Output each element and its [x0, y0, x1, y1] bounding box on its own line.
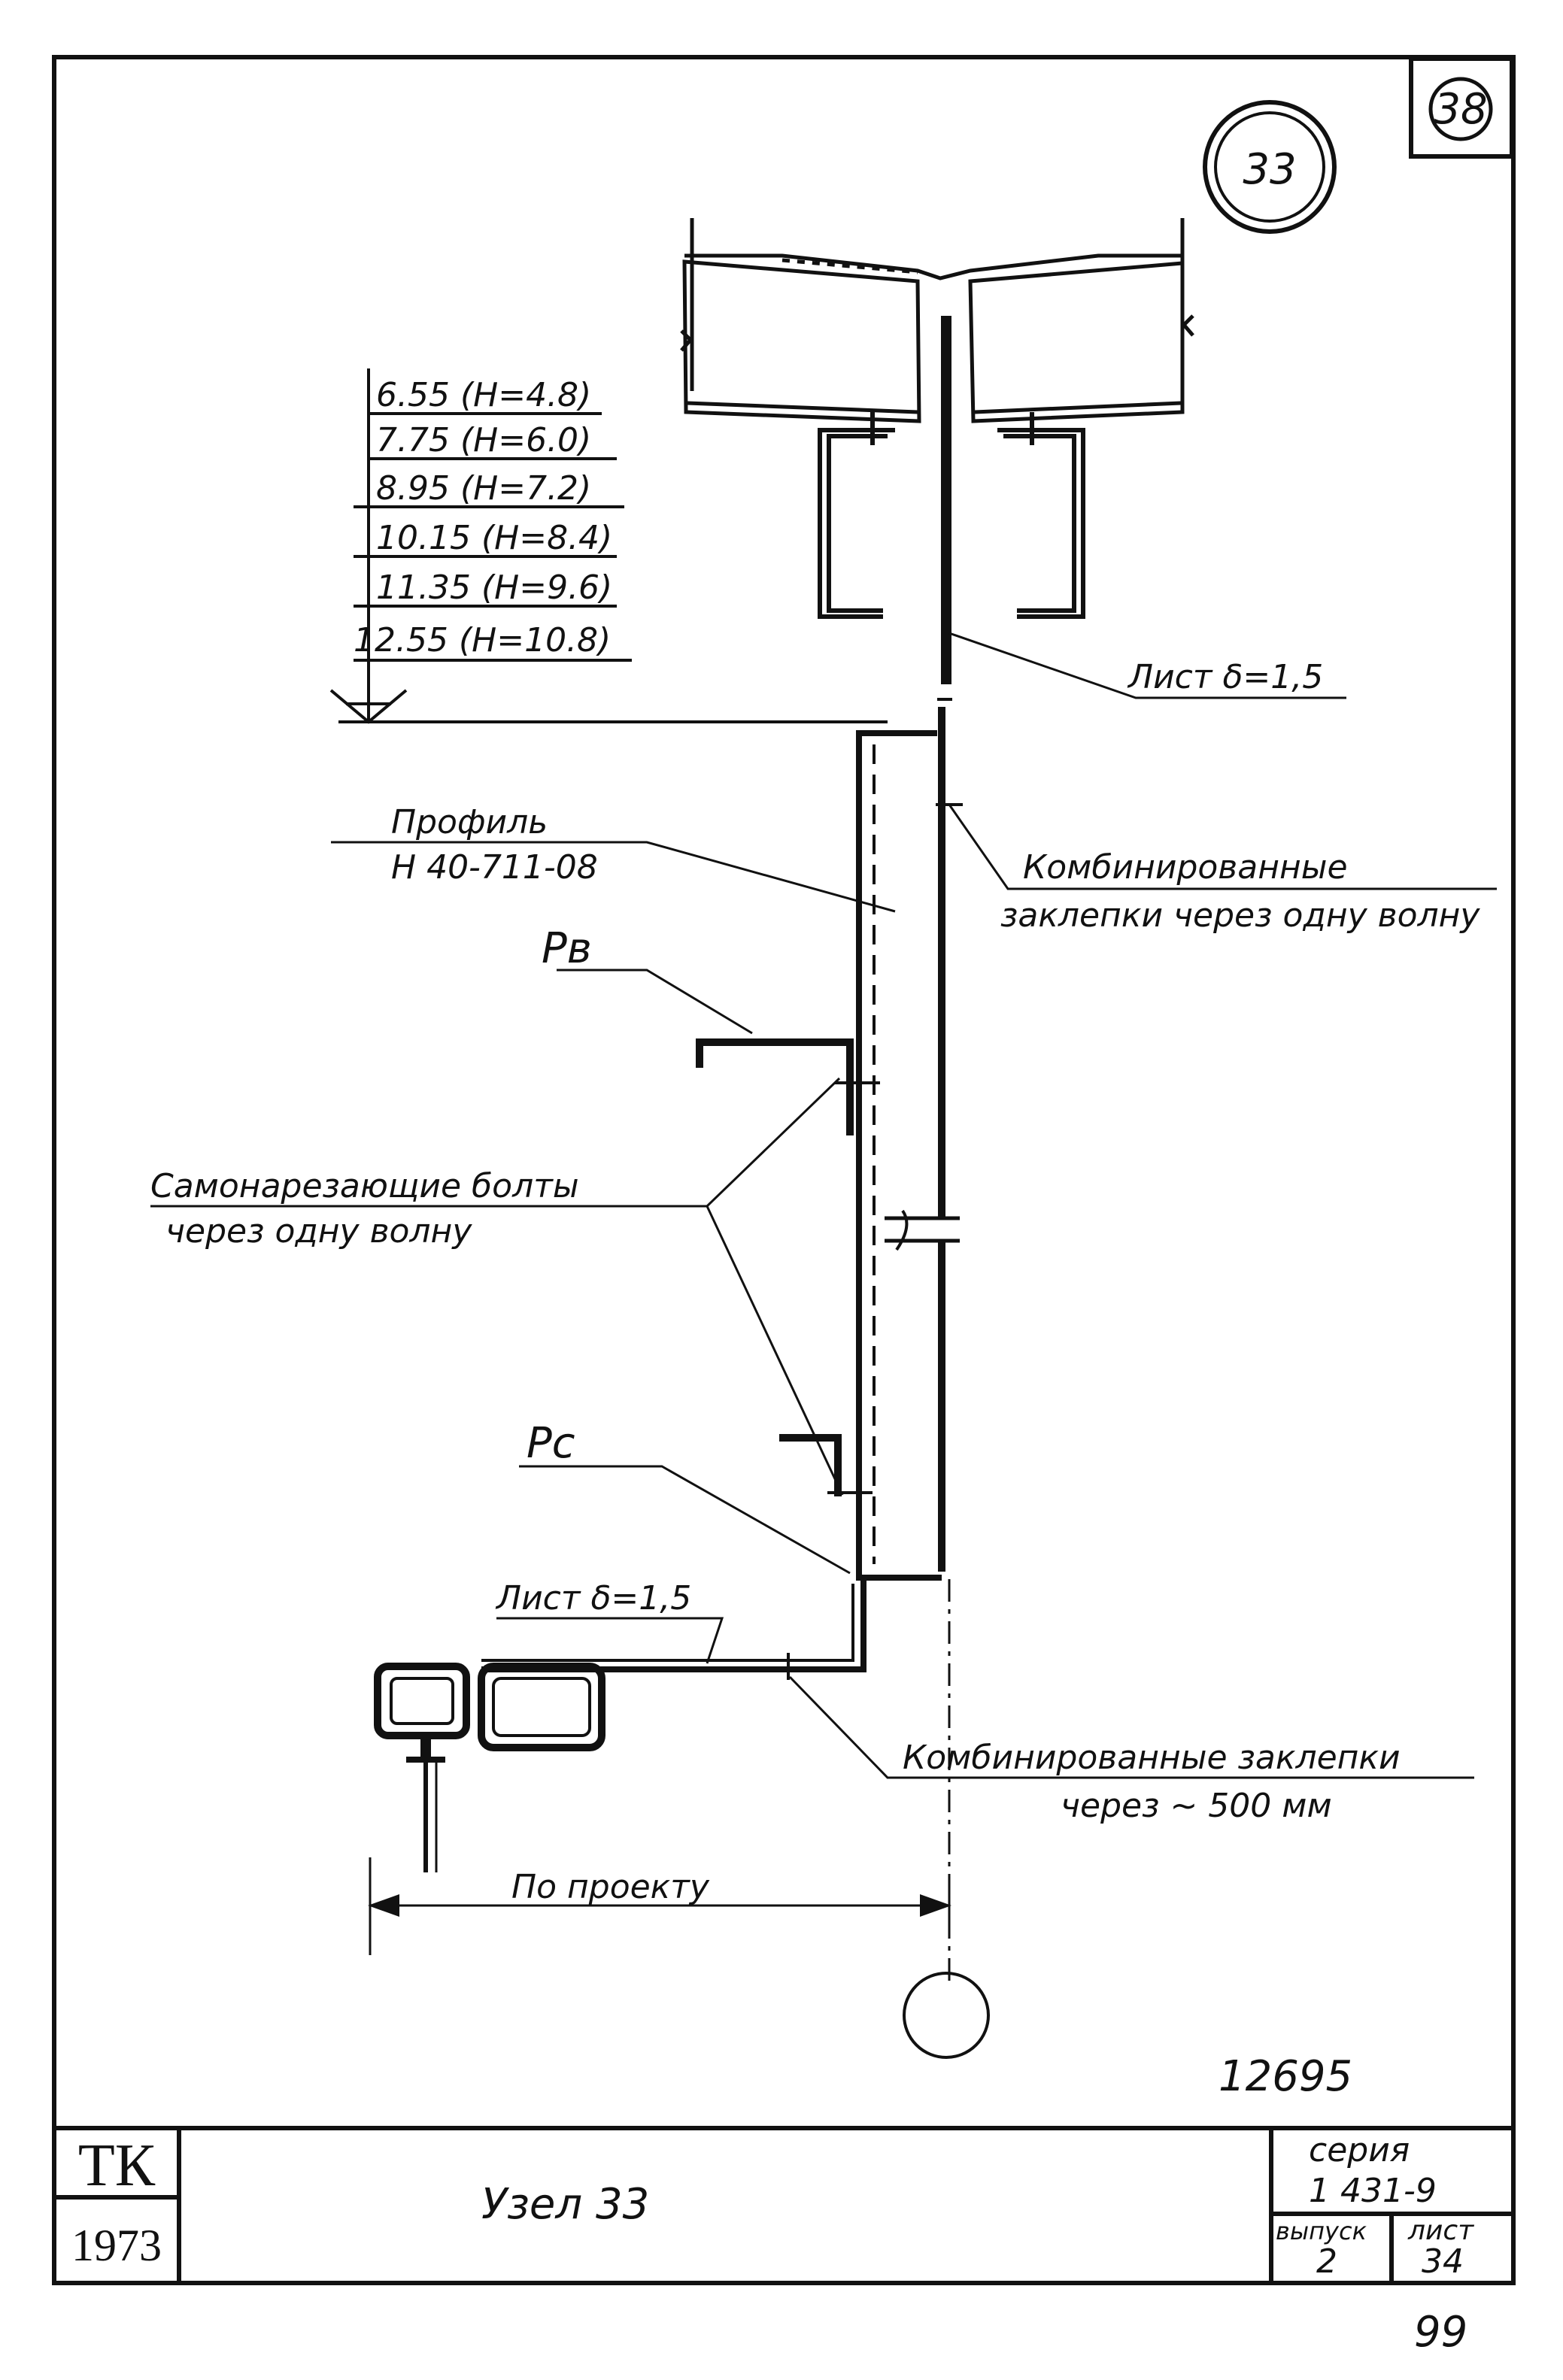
label-rivets-top-1: Комбинированные: [1023, 848, 1348, 887]
elevation-1: 6.55 (H=4.8): [376, 376, 591, 414]
label-pc: Рс: [527, 1419, 575, 1468]
label-sheet-bottom: Лист δ=1,5: [495, 1579, 691, 1617]
label-sheet-top: Лист δ=1,5: [1127, 658, 1323, 696]
wall-profile: [856, 730, 960, 1581]
window-profiles: [374, 1663, 605, 1872]
label-rivets-top-2: заклепки через одну волну: [1000, 896, 1480, 935]
label-profile: Профиль: [391, 803, 548, 841]
vertical-sheet: [936, 316, 963, 1985]
tk-stamp: ТК: [78, 2133, 156, 2199]
node-marker: 33: [1203, 100, 1337, 234]
elevation-table: [329, 368, 888, 724]
outer-frame: [52, 55, 1516, 2285]
sheet-label: лист: [1407, 2215, 1474, 2246]
elevation-3: 8.95 (H=7.2): [376, 469, 591, 508]
issue-value: 2: [1316, 2242, 1337, 2281]
leader-lines: [150, 632, 1497, 1779]
label-pv: Рв: [542, 924, 592, 973]
doc-number: 12695: [1219, 2052, 1352, 2101]
elevation-5: 11.35 (H=9.6): [376, 568, 612, 607]
label-bolts-2: через одну волну: [165, 1212, 472, 1251]
sheet-value: 34: [1422, 2242, 1464, 2281]
elevation-labels: 6.55 (H=4.8) 7.75 (H=6.0) 8.95 (H=7.2) 1…: [354, 376, 612, 659]
rc-bracket: [779, 1434, 873, 1496]
label-rivets-bottom-2: через ~ 500 мм: [1061, 1787, 1332, 1825]
issue-label: выпуск: [1276, 2217, 1367, 2245]
sheet-badge-number: 38: [1434, 85, 1487, 134]
series-label: серия: [1309, 2131, 1410, 2169]
label-rivets-bottom-1: Комбинированные заклепки: [903, 1739, 1401, 1777]
rv-bracket: [696, 1038, 880, 1135]
purlins: [818, 412, 1085, 619]
bottom-sheet: [481, 1578, 866, 1680]
drawing-title: Узел 33: [481, 2180, 649, 2229]
series-value: 1 431-9: [1309, 2172, 1437, 2210]
elevation-2: 7.75 (H=6.0): [376, 421, 591, 459]
roof-panels: [680, 218, 1194, 423]
sheet-badge: 38: [1409, 56, 1514, 159]
elevation-4: 10.15 (H=8.4): [376, 519, 612, 557]
dimension-line: [368, 1857, 951, 1955]
label-dimension: По проекту: [511, 1868, 710, 1906]
title-block: [54, 2126, 1513, 2283]
year-stamp: 1973: [71, 2221, 162, 2270]
page-mark: 99: [1414, 2308, 1467, 2357]
label-bolts-1: Самонарезающие болты: [150, 1167, 579, 1205]
node-number: 33: [1243, 145, 1296, 194]
label-profile-code: Н 40-711-08: [391, 848, 598, 887]
elevation-6: 12.55 (H=10.8): [354, 621, 611, 659]
axis-marker: [903, 1972, 990, 2059]
